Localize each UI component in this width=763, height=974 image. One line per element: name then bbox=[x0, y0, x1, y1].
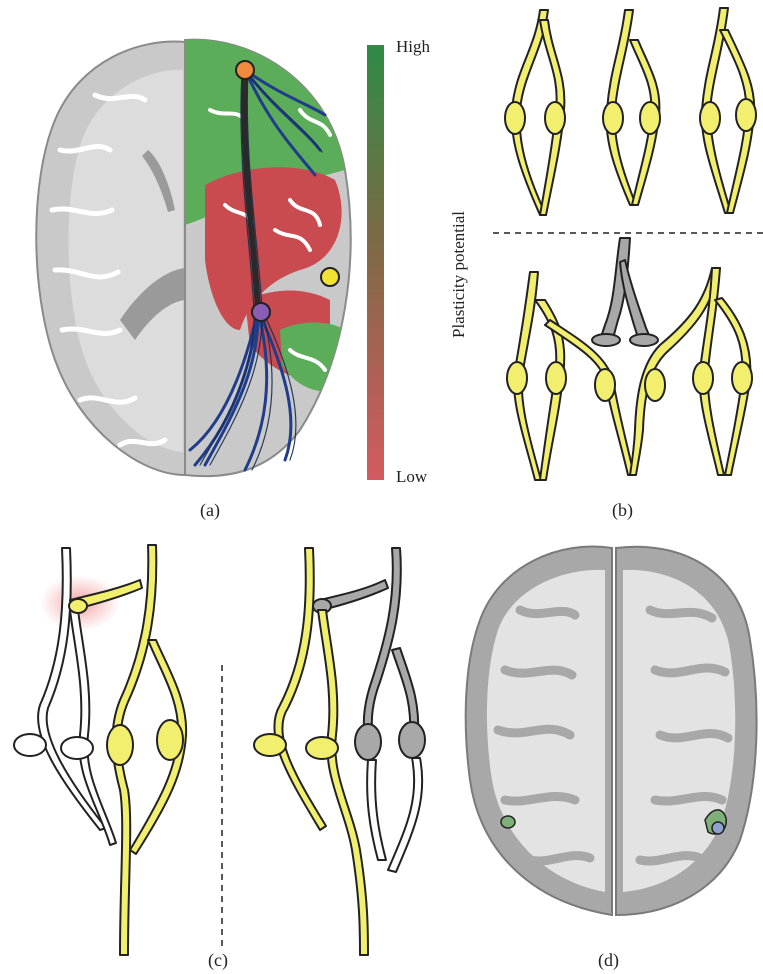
panel-c: (c) bbox=[14, 545, 425, 971]
neuron-group-bottom bbox=[507, 238, 752, 480]
scale-label-high: High bbox=[396, 37, 431, 56]
lesion-left bbox=[501, 816, 515, 828]
neuron-group-top bbox=[505, 8, 756, 215]
caption-panel-d: (d) bbox=[598, 950, 619, 971]
caption-panel-a: (a) bbox=[200, 500, 220, 521]
panel-a: High Low (a) bbox=[36, 37, 430, 521]
panel-b: Plasticity potential bbox=[449, 8, 763, 521]
plasticity-axis-label: Plasticity potential bbox=[449, 211, 468, 338]
plasticity-scale-bar bbox=[367, 45, 384, 480]
scale-label-low: Low bbox=[396, 467, 428, 486]
panel-d: (d) bbox=[466, 547, 757, 971]
lesion-right-blue bbox=[712, 822, 724, 834]
caption-panel-b: (b) bbox=[612, 500, 633, 521]
node-orange bbox=[236, 61, 254, 79]
caption-panel-c: (c) bbox=[208, 950, 228, 971]
node-yellow bbox=[321, 268, 339, 286]
neuron-group-right bbox=[254, 548, 425, 955]
node-purple bbox=[252, 303, 270, 321]
